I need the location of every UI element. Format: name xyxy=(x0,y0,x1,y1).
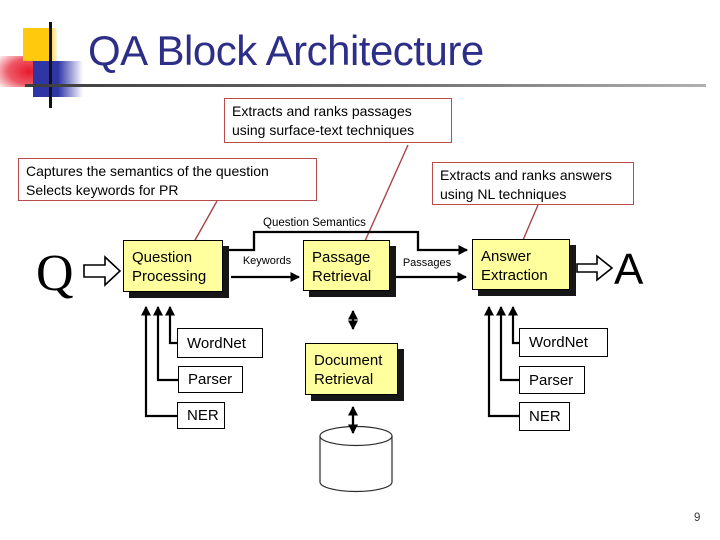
left-parser-box: Parser xyxy=(178,366,243,393)
keywords-label: Keywords xyxy=(242,255,292,267)
right-parser-connector-arrow xyxy=(496,306,519,382)
input-letter-q: Q xyxy=(36,245,74,302)
block-line: Extraction xyxy=(481,267,548,284)
left-wordnet-connector-arrow xyxy=(165,306,177,345)
input-block-arrow-icon xyxy=(83,255,122,287)
callout-question-semantics: Captures the semantics of the question S… xyxy=(18,158,317,201)
decor-blue-square xyxy=(33,61,83,97)
callout-line: using surface-text techniques xyxy=(232,122,415,139)
block-line: Processing xyxy=(132,268,207,285)
left-parser-connector-arrow xyxy=(153,306,178,382)
callout-surface-techniques: Extracts and ranks passages using surfac… xyxy=(224,98,452,143)
block-line: Retrieval xyxy=(312,268,372,285)
question-semantics-label: Question Semantics xyxy=(263,217,366,229)
right-wordnet-box: WordNet xyxy=(519,328,608,357)
passages-label: Passages xyxy=(402,257,452,269)
block-line: Retrieval xyxy=(314,371,374,388)
leader-line-nl-callout xyxy=(522,204,539,241)
block-line: Document xyxy=(314,352,383,369)
block-line: Question xyxy=(132,249,193,266)
resource-label: NER xyxy=(529,408,561,425)
document-retrieval-block: Document Retrieval xyxy=(305,343,398,395)
right-ner-box: NER xyxy=(519,402,570,431)
passage-retrieval-block: Passage Retrieval xyxy=(303,240,390,291)
resource-label: WordNet xyxy=(187,334,246,352)
right-wordnet-connector-arrow xyxy=(508,306,519,345)
left-ner-connector-arrow xyxy=(141,306,177,418)
callout-line: using NL techniques xyxy=(440,186,567,203)
question-processing-block: Question Processing xyxy=(123,240,223,292)
slide-title: QA Block Architecture xyxy=(88,27,484,74)
resource-label: Parser xyxy=(529,371,574,389)
question-semantics-connector-arrow xyxy=(224,230,468,255)
leader-line-surface-callout xyxy=(364,144,409,242)
callout-nl-techniques: Extracts and ranks answers using NL tech… xyxy=(432,162,634,205)
output-letter-a: A xyxy=(614,245,644,294)
callout-line: Captures the semantics of the question xyxy=(26,163,269,179)
output-block-arrow-icon xyxy=(576,254,614,282)
left-ner-box: NER xyxy=(177,402,225,429)
leader-line-semantics-callout xyxy=(193,200,218,243)
decor-vertical-line xyxy=(49,22,52,108)
left-wordnet-box: WordNet xyxy=(177,328,263,358)
decor-yellow-square xyxy=(23,28,58,61)
callout-line: Extracts and ranks passages xyxy=(232,103,412,119)
answer-extraction-block: Answer Extraction xyxy=(472,239,570,290)
block-line: Answer xyxy=(481,248,532,265)
right-parser-box: Parser xyxy=(519,366,585,394)
resource-label: WordNet xyxy=(529,334,588,351)
title-underline xyxy=(25,84,706,87)
document-database-cylinder xyxy=(319,425,393,493)
callout-line: Selects keywords for PR xyxy=(26,182,179,199)
block-line: Passage xyxy=(312,249,371,266)
resource-label: NER xyxy=(187,407,219,424)
page-number: 9 xyxy=(694,512,701,524)
resource-label: Parser xyxy=(188,371,233,388)
right-ner-connector-arrow xyxy=(484,306,519,418)
callout-line: Extracts and ranks answers xyxy=(440,167,612,183)
